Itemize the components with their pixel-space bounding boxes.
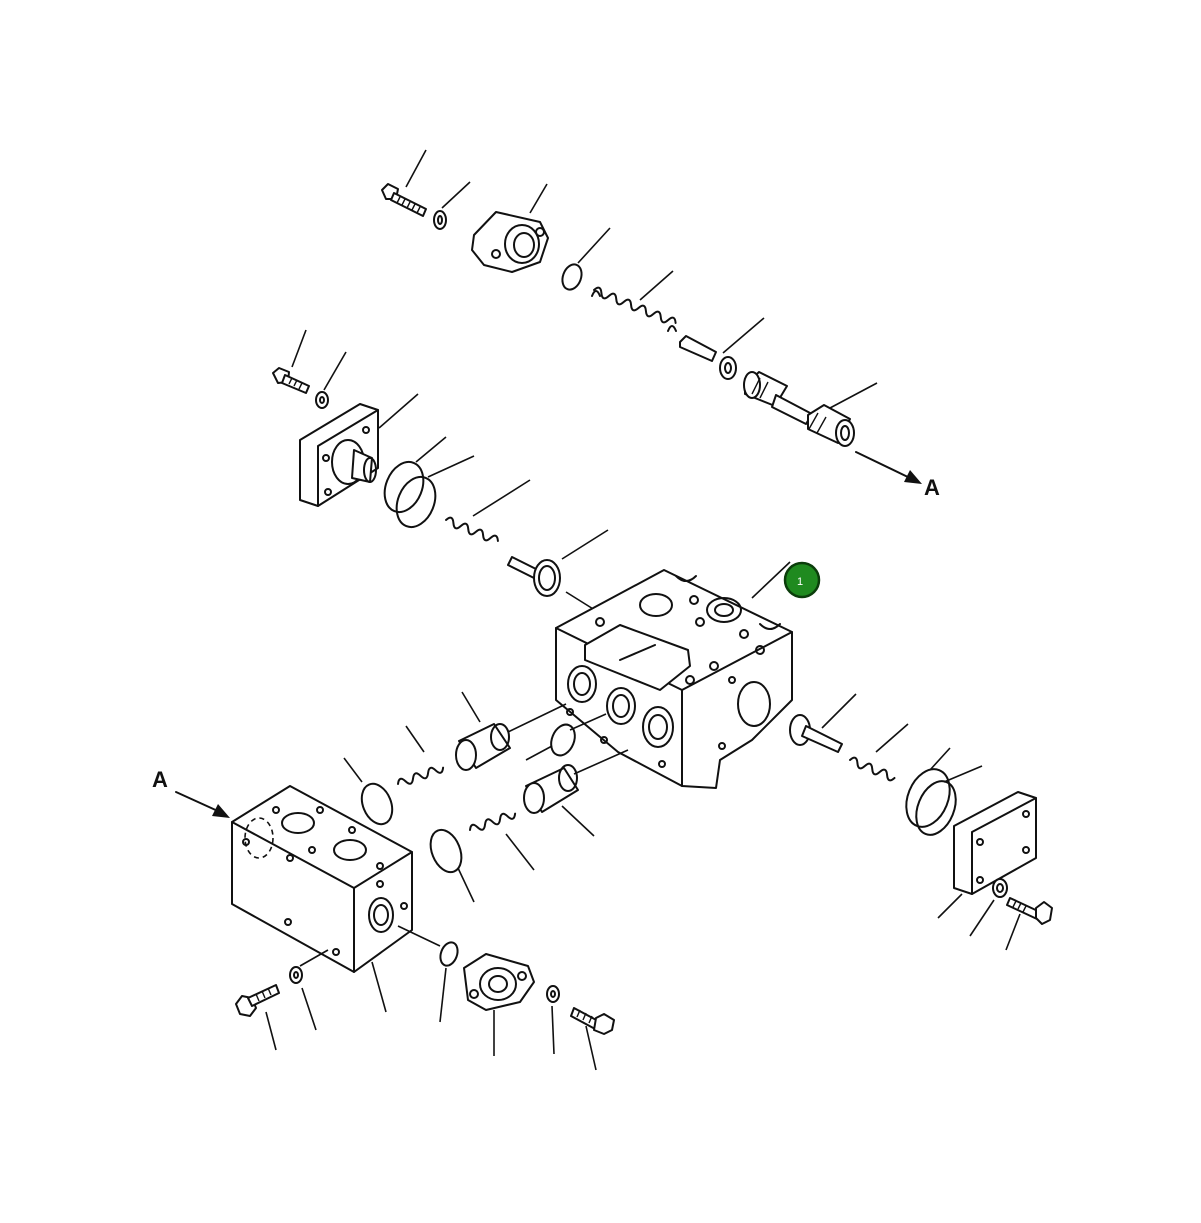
flange-block bbox=[463, 953, 535, 1056]
washer-top bbox=[433, 181, 471, 230]
left-block-assembly: A bbox=[152, 767, 615, 1071]
o-rings-mid-left bbox=[383, 436, 475, 529]
manifold-block bbox=[231, 785, 413, 1013]
bolt-top bbox=[381, 149, 427, 217]
piston-mid bbox=[507, 529, 609, 613]
flange-top bbox=[471, 183, 549, 273]
arrow-to-a-left: A bbox=[152, 767, 230, 818]
spool-top bbox=[743, 371, 878, 447]
arrow-to-a-top: A bbox=[855, 451, 940, 500]
spring-top bbox=[591, 270, 677, 332]
sleeve-upper bbox=[455, 691, 567, 771]
bolt-block-left bbox=[235, 984, 280, 1051]
spring-mid-lower bbox=[469, 812, 535, 871]
washer-right bbox=[969, 878, 1008, 937]
arrow-label-a-left: A bbox=[152, 767, 168, 792]
top-assembly: A bbox=[381, 149, 940, 500]
o-ring-top bbox=[561, 227, 611, 291]
right-assembly bbox=[789, 693, 1053, 951]
o-rings-right bbox=[905, 747, 983, 836]
washer-block-right bbox=[546, 985, 560, 1055]
bolt-right bbox=[1005, 897, 1053, 951]
callout-1[interactable]: 1 bbox=[783, 561, 821, 599]
o-ring-block bbox=[397, 925, 459, 1023]
bolt-mid-left bbox=[272, 329, 310, 394]
poppet-right bbox=[789, 693, 857, 753]
washer-block-left bbox=[289, 949, 329, 1031]
callout-1-label: 1 bbox=[797, 576, 803, 588]
o-ring-small-mid bbox=[525, 713, 607, 761]
middle-left-assembly bbox=[272, 329, 609, 613]
poppet-top bbox=[679, 317, 765, 380]
lower-middle-parts bbox=[343, 691, 629, 903]
bolt-block-right bbox=[570, 1007, 615, 1071]
spring-right bbox=[849, 723, 909, 782]
o-ring-lower-left bbox=[429, 828, 475, 903]
sleeve-lower bbox=[523, 749, 629, 837]
spring-mid-left bbox=[445, 479, 531, 542]
washer-mid-left bbox=[315, 351, 347, 409]
spring-mid-upper bbox=[397, 725, 445, 785]
arrow-label-a-top: A bbox=[924, 475, 940, 500]
o-ring-left bbox=[343, 757, 394, 826]
cover-mid-left bbox=[299, 393, 419, 507]
cover-right bbox=[937, 791, 1037, 919]
valve-body bbox=[555, 561, 793, 789]
